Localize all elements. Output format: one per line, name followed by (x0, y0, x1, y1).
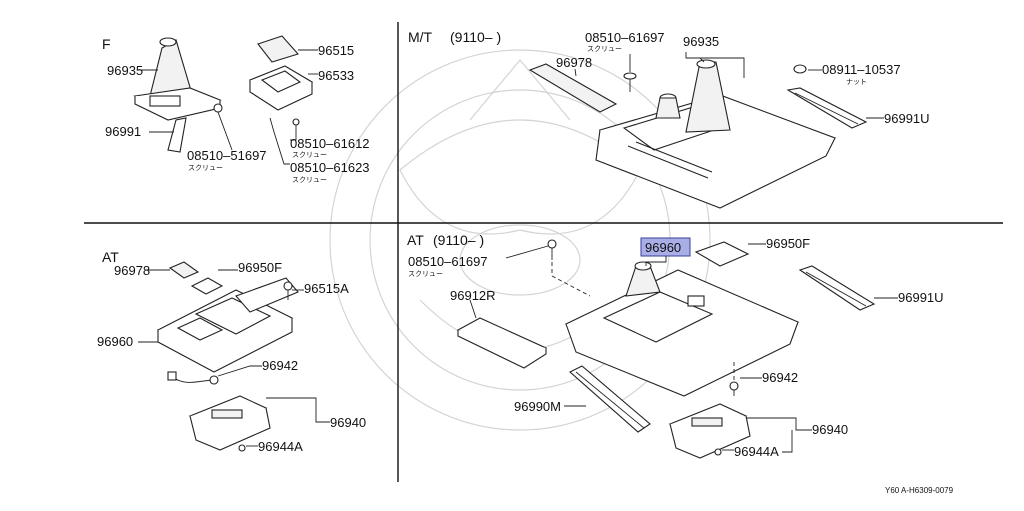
atl-label-96978: 96978 (114, 263, 150, 278)
atr-bracket-96990M (569, 365, 651, 433)
f-shift-boot (133, 37, 222, 121)
atr-console-96960 (564, 261, 800, 397)
atl-label-96944A: 96944A (258, 439, 303, 454)
section-label-mt: M/T (408, 29, 433, 45)
section-label-at-right: AT (407, 232, 424, 248)
sheet-id: Y60 A-H6309-0079 (885, 486, 954, 495)
atr-highlight-96960 (640, 237, 691, 257)
mt-label-nut-10537: 08911–10537 (822, 62, 901, 77)
atr-96912R-trim (456, 317, 548, 369)
atl-label-96950F: 96950F (238, 260, 282, 275)
atl-console (156, 277, 299, 373)
atl-96950F-pad (190, 277, 224, 295)
atl-label-96940: 96940 (330, 415, 366, 430)
f-label-96991: 96991 (105, 124, 141, 139)
atr-label-96942: 96942 (762, 370, 798, 385)
atr-label-96960: 96960 (645, 240, 681, 255)
f-label-screw-51697-jp: スクリュー (188, 164, 223, 172)
atr-label-96950F: 96950F (766, 236, 810, 251)
mt-96978-trim (528, 63, 618, 113)
atl-label-96515A: 96515A (304, 281, 349, 296)
f-label-screw-61612-jp: スクリュー (292, 151, 327, 159)
f-label-96515: 96515 (318, 43, 354, 58)
atr-label-screw-61697-jp: スクリュー (408, 270, 443, 278)
mt-label-nut-10537-jp: ナット (846, 78, 867, 86)
atr-bracket-96991U (798, 265, 876, 311)
mt-nut (793, 64, 807, 74)
section-range-at-right: (9110– ) (433, 232, 484, 248)
f-lever-bracket (167, 103, 223, 153)
atl-screw (283, 281, 293, 300)
atl-label-96960: 96960 (97, 334, 133, 349)
section-label-f: F (102, 36, 111, 52)
f-console-tray (248, 35, 314, 133)
atr-indicator-96940 (668, 403, 751, 459)
atl-96978-pad (168, 261, 200, 279)
section-label-at-left: AT (102, 249, 119, 265)
mt-screw (623, 72, 637, 92)
mt-console (595, 59, 837, 209)
f-label-screw-51697: 08510–51697 (187, 148, 267, 163)
atr-screw (547, 239, 591, 297)
mt-label-screw-61697-jp: スクリュー (587, 45, 622, 53)
atr-label-96944A: 96944A (734, 444, 779, 459)
atr-label-96990M: 96990M (514, 399, 561, 414)
mt-label-96991U: 96991U (884, 111, 930, 126)
f-label-screw-61623-jp: スクリュー (292, 176, 327, 184)
mt-label-screw-61697: 08510–61697 (585, 30, 665, 45)
f-label-96533: 96533 (318, 68, 354, 83)
f-label-screw-61623: 08510–61623 (290, 160, 370, 175)
atl-harness (167, 371, 219, 385)
mt-label-96935: 96935 (683, 34, 719, 49)
atl-label-96942: 96942 (262, 358, 298, 373)
atr-clip-96942 (729, 362, 739, 396)
atl-indicator-96940 (188, 395, 271, 452)
atr-96950F-pad (694, 241, 750, 267)
f-label-screw-61612: 08510–61612 (290, 136, 370, 151)
mt-bracket-96991U (786, 87, 868, 129)
mt-label-96978: 96978 (556, 55, 592, 70)
atr-label-96991U: 96991U (898, 290, 944, 305)
atr-label-screw-61697: 08510–61697 (408, 254, 488, 269)
atr-label-96940: 96940 (812, 422, 848, 437)
section-range-mt: (9110– ) (450, 29, 501, 45)
atr-label-96912R: 96912R (450, 288, 496, 303)
f-label-96935: 96935 (107, 63, 143, 78)
